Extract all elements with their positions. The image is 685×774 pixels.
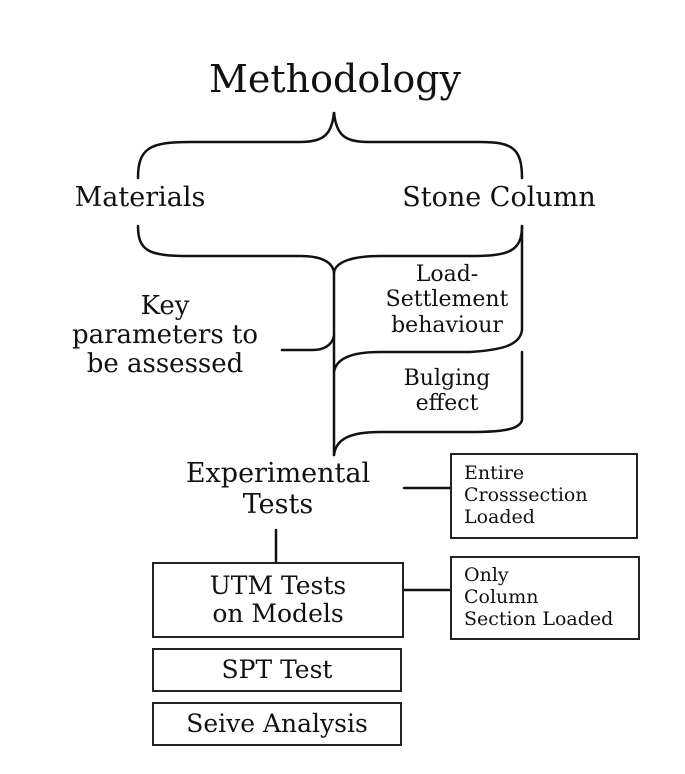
lower-brace	[136, 224, 336, 274]
experimental-tests-label: Experimental Tests	[185, 458, 371, 521]
utm-tests-box: UTM Tests on Models	[152, 562, 404, 638]
diagram-title: Methodology	[208, 57, 462, 101]
only-column-line: Only	[464, 564, 509, 587]
spt-test-label: SPT Test	[221, 655, 333, 684]
bulging-effect-label: Bulging effect	[403, 366, 491, 417]
seive-analysis-label: Seive Analysis	[186, 709, 368, 738]
utm-tests-line: on Models	[212, 599, 344, 628]
key-parameters-connector	[280, 334, 336, 352]
seive-analysis-box: Seive Analysis	[152, 702, 402, 746]
only-column-line: Column	[464, 586, 539, 609]
lower-brace-right	[332, 224, 524, 274]
params-right-edge	[332, 224, 524, 374]
bulging-right-edge	[332, 350, 524, 457]
stone-column-label: Stone Column	[402, 182, 596, 213]
materials-label: Materials	[74, 182, 206, 213]
only-column-box: Only Column Section Loaded	[450, 556, 640, 640]
top-brace	[136, 111, 524, 180]
entire-crosssection-line: Crosssection	[464, 484, 588, 507]
entire-crosssection-box: Entire Crosssection Loaded	[450, 453, 638, 539]
key-parameters-label: Key parameters to be assessed	[71, 291, 259, 380]
only-column-line: Section Loaded	[464, 607, 614, 630]
load-settlement-label: Load- Settlement behaviour	[385, 262, 509, 338]
utm-tests-line: UTM Tests	[209, 571, 347, 600]
spt-test-box: SPT Test	[152, 648, 402, 692]
entire-crosssection-line: Loaded	[464, 505, 535, 528]
entire-crosssection-line: Entire	[464, 462, 525, 485]
